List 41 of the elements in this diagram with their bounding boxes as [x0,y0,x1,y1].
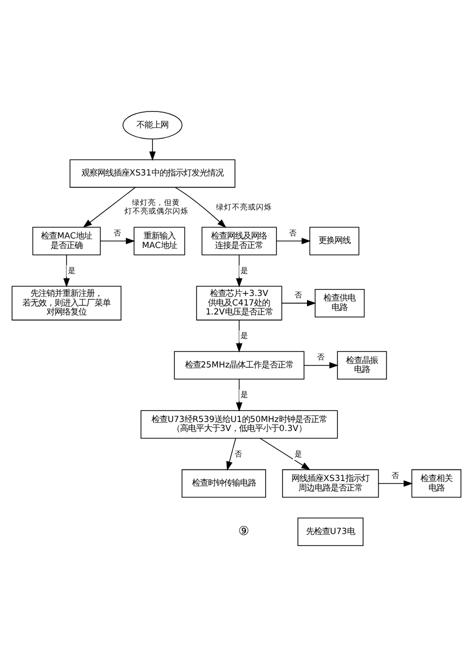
arrow [276,237,310,244]
arrow [259,437,310,470]
node-box: 先注销并重新注册，若无效，则进入工厂菜单对网络复位 [11,285,121,320]
arrow [303,362,338,368]
arrow [280,299,316,306]
arrow [82,186,136,228]
edge-label: 是 [240,265,248,274]
node-box: 先检查U73电 [297,517,363,546]
edge-label: 否 [234,448,242,458]
node-ellipse: 不能上网 [122,110,182,139]
arrow [378,480,412,486]
arrow [174,186,226,228]
edge-label: 否 [390,470,399,480]
node-box: 更换网线 [308,226,359,255]
node-box: 检查网线及网络连接是否正常 [201,226,276,255]
edge-label: 是 [240,390,248,399]
arrow [99,237,135,244]
edge-label: 绿灯亮，但黄灯不亮或偶尔闪烁 [124,197,188,215]
arrow [62,254,70,287]
node-box: 检查U73经R539送给U1的50MHz时钟是否正常（高电平大于3V，低电平小于0.3V） [140,410,338,438]
edge-label: 否 [112,228,121,237]
node-box: 检查芯片+3.3V供电及C417处的1.2V电压是否正常 [196,285,282,320]
node-box: 检查25MHz晶体工作是否正常 [173,350,304,380]
edge-label: 绿灯不亮或闪烁 [215,202,272,212]
node-box: 检查相关电路 [410,468,461,498]
edge-label: 否 [294,290,302,299]
label: ⑨ [238,523,249,538]
node-box: 网线插座XS31指示灯周边电路是否正常 [282,468,378,498]
arrow [148,138,156,160]
node-box: 检查MAC地址是否正确 [32,226,100,255]
edge-label: 否 [288,228,297,237]
node-box: 重新输入MAC地址 [133,226,185,255]
node-box: 观察网线插座XS31中的指示灯发光情况 [69,158,235,188]
arrow [226,437,236,470]
node-box: 检查晶振电路 [336,350,386,380]
edge-label: 是 [240,330,248,340]
node-box: 检查时钟传输电路 [181,468,266,498]
edge-label: 是 [294,448,302,458]
edge-label: 是 [68,265,76,274]
edge-label: 否 [316,352,324,362]
node-box: 检查供电电路 [314,288,364,317]
